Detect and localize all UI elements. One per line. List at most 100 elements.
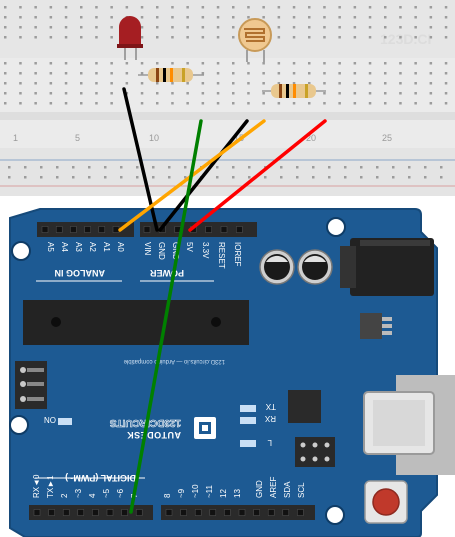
header-pin[interactable] xyxy=(312,442,318,448)
header-pin[interactable] xyxy=(77,509,85,516)
breadboard-hole[interactable] xyxy=(323,26,326,29)
breadboard-hole[interactable] xyxy=(292,26,296,29)
wire-red[interactable] xyxy=(188,119,327,232)
breadboard-hole[interactable] xyxy=(156,82,159,85)
header-pin[interactable] xyxy=(48,509,55,516)
breadboard-hole[interactable] xyxy=(353,62,357,65)
header-pin[interactable] xyxy=(324,456,330,462)
breadboard-hole[interactable] xyxy=(414,62,417,65)
digital-header-low[interactable] xyxy=(29,505,153,520)
breadboard-hole[interactable] xyxy=(429,82,433,85)
breadboard-hole[interactable] xyxy=(171,36,174,39)
breadboard-hole[interactable] xyxy=(399,102,402,105)
breadboard-hole[interactable] xyxy=(201,102,205,105)
breadboard-hole[interactable] xyxy=(444,92,448,95)
header-pin[interactable] xyxy=(112,226,120,233)
breadboard-hole[interactable] xyxy=(384,26,387,29)
photoresistor[interactable] xyxy=(238,18,272,62)
breadboard-hole[interactable] xyxy=(429,36,433,39)
rail-hole[interactable] xyxy=(72,166,75,169)
breadboard-hole[interactable] xyxy=(95,92,98,95)
rail-hole[interactable] xyxy=(232,166,235,169)
breadboard-hole[interactable] xyxy=(353,92,357,95)
breadboard-hole[interactable] xyxy=(384,16,387,19)
breadboard-hole[interactable] xyxy=(186,6,189,9)
breadboard-hole[interactable] xyxy=(368,16,372,19)
breadboard-hole[interactable] xyxy=(414,26,417,29)
breadboard-hole[interactable] xyxy=(171,16,174,19)
header-pin[interactable] xyxy=(165,509,173,516)
breadboard-hole[interactable] xyxy=(308,26,311,29)
breadboard-hole[interactable] xyxy=(201,26,205,29)
breadboard-hole[interactable] xyxy=(80,102,83,105)
icsp-pin[interactable] xyxy=(20,396,26,402)
breadboard-hole[interactable] xyxy=(49,72,53,75)
rail-hole[interactable] xyxy=(360,166,363,169)
breadboard-hole[interactable] xyxy=(19,26,22,29)
breadboard-hole[interactable] xyxy=(262,82,265,85)
breadboard-hole[interactable] xyxy=(444,6,448,9)
breadboard-hole[interactable] xyxy=(247,6,250,9)
rail-hole[interactable] xyxy=(280,166,283,169)
header-pin[interactable] xyxy=(300,442,306,448)
breadboard-hole[interactable] xyxy=(125,82,129,85)
breadboard-hole[interactable] xyxy=(110,102,113,105)
breadboard-hole[interactable] xyxy=(338,102,341,105)
breadboard-hole[interactable] xyxy=(95,82,98,85)
breadboard-hole[interactable] xyxy=(49,6,53,9)
rail-hole[interactable] xyxy=(328,176,331,179)
breadboard-hole[interactable] xyxy=(232,16,235,19)
header-pin[interactable] xyxy=(143,226,151,233)
rail-hole[interactable] xyxy=(408,176,411,179)
breadboard-hole[interactable] xyxy=(4,102,7,105)
breadboard-hole[interactable] xyxy=(19,16,22,19)
rail-hole[interactable] xyxy=(248,166,251,169)
breadboard-hole[interactable] xyxy=(64,16,68,19)
breadboard-hole[interactable] xyxy=(186,16,189,19)
breadboard[interactable]: 123D.CI 1 5 10 15 20 25 xyxy=(0,0,455,196)
rail-hole[interactable] xyxy=(184,176,187,179)
header-pin[interactable] xyxy=(84,226,91,233)
reset-button[interactable] xyxy=(364,480,408,524)
breadboard-hole[interactable] xyxy=(247,62,250,65)
breadboard-hole[interactable] xyxy=(140,26,144,29)
breadboard-hole[interactable] xyxy=(323,72,326,75)
rail-hole[interactable] xyxy=(440,176,443,179)
breadboard-hole[interactable] xyxy=(384,6,387,9)
header-pin[interactable] xyxy=(92,509,99,516)
rail-hole[interactable] xyxy=(120,166,123,169)
breadboard-hole[interactable] xyxy=(171,26,174,29)
breadboard-hole[interactable] xyxy=(125,72,129,75)
rail-hole[interactable] xyxy=(88,166,91,169)
breadboard-hole[interactable] xyxy=(64,26,68,29)
breadboard-hole[interactable] xyxy=(308,72,311,75)
breadboard-hole[interactable] xyxy=(80,82,83,85)
breadboard-hole[interactable] xyxy=(186,26,189,29)
rail-hole[interactable] xyxy=(136,176,139,179)
breadboard-hole[interactable] xyxy=(292,82,296,85)
breadboard-hole[interactable] xyxy=(292,16,296,19)
breadboard-hole[interactable] xyxy=(444,36,448,39)
breadboard-hole[interactable] xyxy=(292,102,296,105)
breadboard-hole[interactable] xyxy=(323,92,326,95)
breadboard-hole[interactable] xyxy=(277,72,281,75)
breadboard-hole[interactable] xyxy=(353,82,357,85)
breadboard-hole[interactable] xyxy=(414,36,417,39)
header-pin[interactable] xyxy=(121,509,128,516)
header-pin[interactable] xyxy=(209,509,217,516)
breadboard-hole[interactable] xyxy=(19,92,22,95)
rail-hole[interactable] xyxy=(104,176,107,179)
breadboard-hole[interactable] xyxy=(399,62,402,65)
breadboard-hole[interactable] xyxy=(64,6,68,9)
rail-hole[interactable] xyxy=(392,176,395,179)
icsp-pin[interactable] xyxy=(20,367,26,373)
breadboard-hole[interactable] xyxy=(247,72,250,75)
breadboard-hole[interactable] xyxy=(323,62,326,65)
breadboard-hole[interactable] xyxy=(232,82,235,85)
rail-hole[interactable] xyxy=(232,176,235,179)
breadboard-hole[interactable] xyxy=(292,6,296,9)
breadboard-hole[interactable] xyxy=(49,16,53,19)
breadboard-hole[interactable] xyxy=(110,72,113,75)
breadboard-hole[interactable] xyxy=(171,92,174,95)
breadboard-hole[interactable] xyxy=(64,36,68,39)
